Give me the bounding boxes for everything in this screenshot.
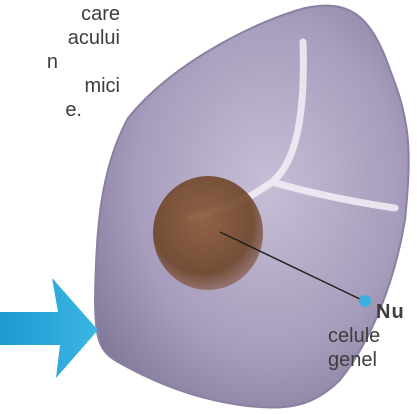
left-caption-line: care bbox=[0, 2, 120, 26]
right-caption-line: celule bbox=[328, 324, 417, 348]
right-caption-heading: Nu bbox=[376, 300, 417, 324]
arrow-icon bbox=[0, 278, 98, 378]
right-caption-line: genel bbox=[328, 348, 417, 372]
left-caption-line: acului bbox=[0, 26, 120, 50]
left-caption-line: n bbox=[0, 50, 120, 74]
right-caption: Nu celule genel bbox=[362, 300, 417, 372]
nucleus bbox=[153, 176, 263, 290]
left-caption: care acului n mici e. bbox=[0, 2, 120, 122]
left-caption-line: e. bbox=[0, 98, 120, 122]
left-caption-line: mici bbox=[0, 74, 120, 98]
